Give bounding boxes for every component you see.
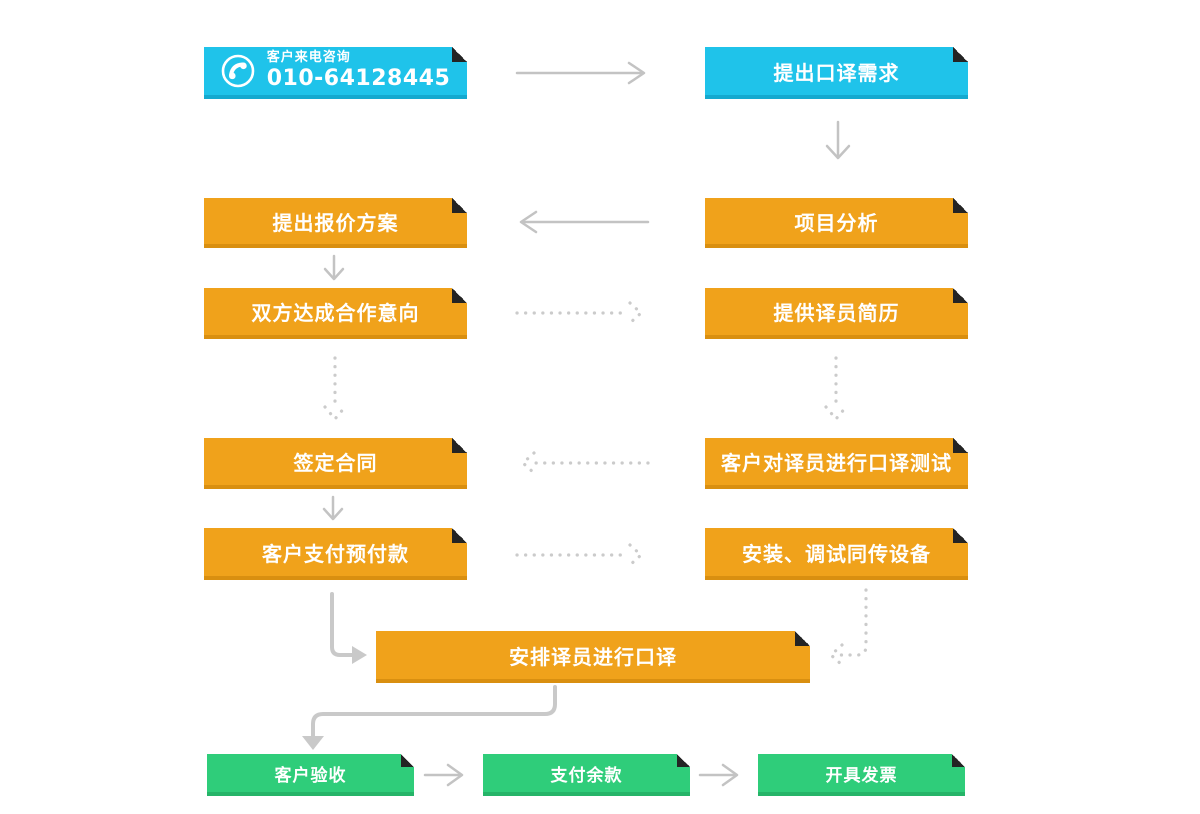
folded-corner-icon <box>953 288 968 303</box>
node-arrange-interpretation: 安排译员进行口译 <box>376 631 810 683</box>
folded-corner-icon <box>452 47 467 62</box>
arrow-demand-to-analysis <box>825 120 851 160</box>
arrow-accept-to-balance <box>423 763 464 787</box>
dotted-arrow-agree-to-resume <box>515 301 644 325</box>
folded-corner-icon <box>953 528 968 543</box>
node-customer-acceptance: 客户验收 <box>207 754 414 796</box>
node-label: 安装、调试同传设备 <box>742 541 931 566</box>
node-customer-call: 客户来电咨询 010-64128445 <box>204 47 467 99</box>
arrow-start-to-demand <box>515 61 646 85</box>
elbow-arrow-prepay-to-arrange <box>330 592 367 664</box>
node-pay-balance: 支付余款 <box>483 754 690 796</box>
node-interpretation-demand: 提出口译需求 <box>705 47 968 99</box>
folded-corner-icon <box>953 198 968 213</box>
arrow-quote-to-agree <box>323 254 345 281</box>
node-customer-prepayment: 客户支付预付款 <box>204 528 467 580</box>
phone-icon <box>221 54 255 88</box>
node-label: 客户验收 <box>274 765 347 786</box>
elbow-arrow-arrange-to-accept <box>302 685 557 750</box>
node-label: 提出口译需求 <box>773 60 900 85</box>
node-cooperation-intention: 双方达成合作意向 <box>204 288 467 339</box>
folded-corner-icon <box>452 198 467 213</box>
folded-corner-icon <box>452 288 467 303</box>
arrow-analysis-to-quote <box>519 210 650 234</box>
node-label: 提出报价方案 <box>272 210 399 235</box>
dotted-arrow-resume-down <box>824 356 848 422</box>
folded-corner-icon <box>452 438 467 453</box>
node-label: 项目分析 <box>794 210 879 235</box>
dotted-arrow-agree-down <box>323 356 347 422</box>
node-label: 安排译员进行口译 <box>509 644 677 669</box>
node-label: 提供译员简历 <box>773 301 900 325</box>
arrow-contract-to-prepay <box>322 495 344 521</box>
node-issue-invoice: 开具发票 <box>758 754 965 796</box>
node-quotation-plan: 提出报价方案 <box>204 198 467 248</box>
node-sign-contract: 签定合同 <box>204 438 467 489</box>
folded-corner-icon <box>953 438 968 453</box>
arrow-balance-to-invoice <box>698 763 739 787</box>
dotted-arrow-prepay-to-equipment <box>515 543 644 567</box>
node-interpreter-test: 客户对译员进行口译测试 <box>705 438 968 489</box>
node-label: 客户支付预付款 <box>262 541 409 566</box>
node-provide-interpreter-resume: 提供译员简历 <box>705 288 968 339</box>
dotted-arrow-test-to-contract <box>520 451 650 475</box>
node-label: 签定合同 <box>293 451 378 475</box>
folded-corner-icon <box>452 528 467 543</box>
folded-corner-icon <box>401 754 414 767</box>
phone-number: 010-64128445 <box>266 65 451 91</box>
folded-corner-icon <box>953 47 968 62</box>
call-consult-label: 客户来电咨询 <box>266 49 351 65</box>
node-install-equipment: 安装、调试同传设备 <box>705 528 968 580</box>
folded-corner-icon <box>952 754 965 767</box>
node-label: 客户对译员进行口译测试 <box>721 451 952 475</box>
node-project-analysis: 项目分析 <box>705 198 968 248</box>
folded-corner-icon <box>795 631 810 646</box>
node-label: 支付余款 <box>550 765 623 786</box>
dotted-elbow-equipment-to-arrange <box>828 588 868 667</box>
node-label: 双方达成合作意向 <box>251 301 420 325</box>
folded-corner-icon <box>677 754 690 767</box>
node-label: 开具发票 <box>825 765 898 786</box>
